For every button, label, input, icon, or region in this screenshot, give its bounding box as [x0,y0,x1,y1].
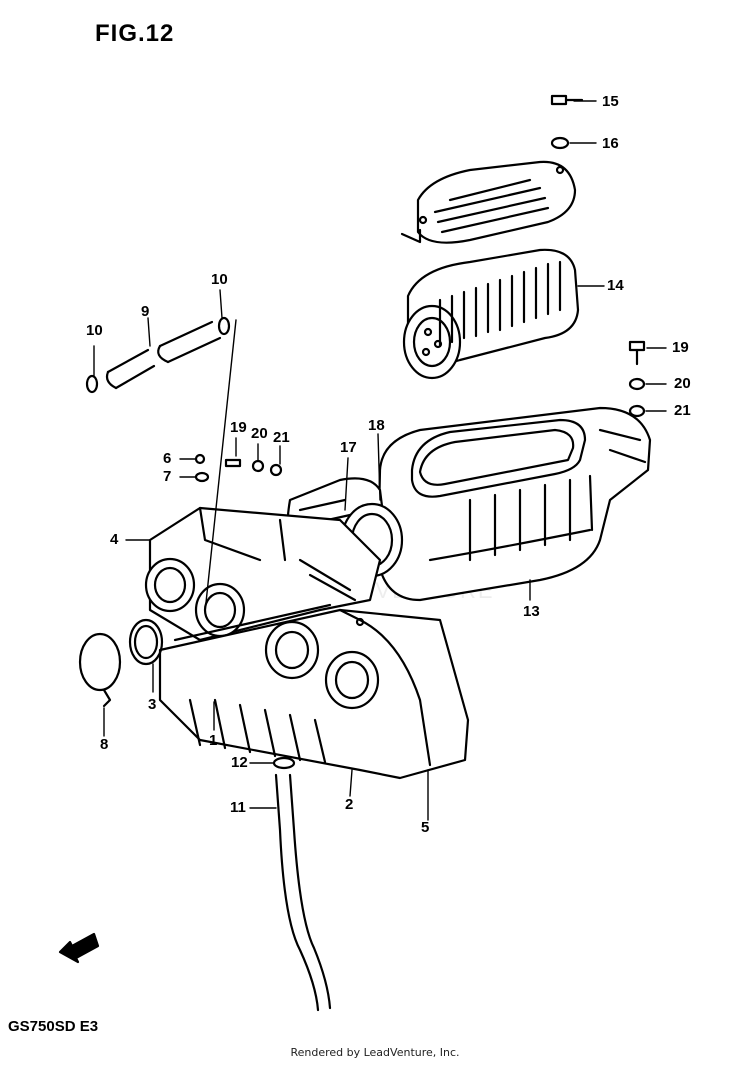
callout-19-right: 19 [672,339,689,356]
leader-lines [93,100,667,821]
callout-21-right: 21 [674,402,691,419]
callout-10-left: 10 [86,322,103,339]
figure-title: FIG.12 [95,20,175,47]
air-filter-element [402,248,580,380]
callout-14: 14 [607,277,624,294]
callout-12: 12 [231,754,248,771]
drain-hose [274,773,332,1012]
callout-17: 17 [340,439,357,456]
callout-1: 1 [209,732,218,749]
callout-9: 9 [141,303,150,320]
callout-15: 15 [602,93,619,110]
callout-20-right: 20 [674,375,691,392]
air-box-lower [158,603,470,780]
clamp-and-ring [78,618,164,708]
front-direction-arrow-icon [58,932,100,964]
callout-8: 8 [100,736,109,753]
callout-7: 7 [163,468,172,485]
callout-4: 4 [110,531,119,548]
footer-credit: Rendered by LeadVenture, Inc. [290,1046,460,1059]
callout-3: 3 [148,696,157,713]
air-cleaner-case [376,406,652,602]
air-filter-cover [400,160,577,244]
breather-pipes [85,316,231,394]
callout-6: 6 [163,450,172,467]
callout-11: 11 [230,799,246,816]
callout-21-left: 21 [273,429,290,446]
callout-20-left: 20 [251,425,268,442]
callout-5: 5 [421,819,430,836]
callout-2: 2 [345,796,354,813]
model-code: GS750SD E3 [8,1018,99,1035]
callout-18: 18 [368,417,385,434]
callout-16: 16 [602,135,619,152]
callout-19-left: 19 [230,419,247,436]
callout-13: 13 [523,603,540,620]
callout-10-top: 10 [211,271,228,288]
